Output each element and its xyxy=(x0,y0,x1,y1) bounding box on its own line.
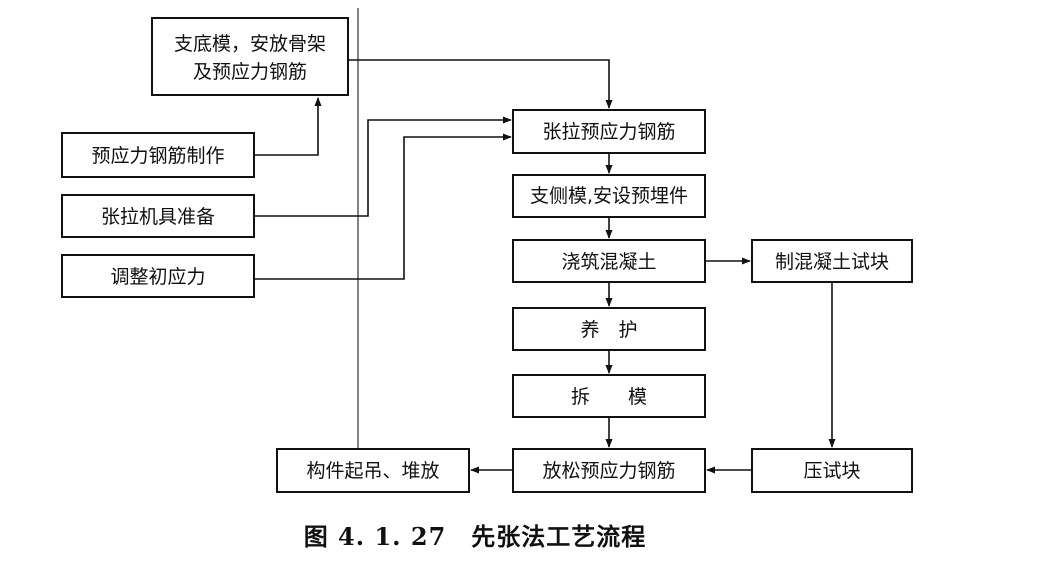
node-adjust-stress-label: 调整初应力 xyxy=(110,266,205,288)
node-support-bottom: 支底模，安放骨架 及预应力钢筋 xyxy=(151,17,349,96)
node-side-forms-label: 支侧模,安设预埋件 xyxy=(530,185,688,207)
node-demould-label: 拆 模 xyxy=(571,386,647,408)
node-support-bottom-line1: 支底模，安放骨架 xyxy=(174,33,326,55)
node-lift-stack: 构件起吊、堆放 xyxy=(276,448,470,493)
node-compress-test: 压试块 xyxy=(751,448,913,493)
node-prepare-jack: 张拉机具准备 xyxy=(61,194,255,238)
node-curing: 养 护 xyxy=(512,307,706,351)
figure-caption: 图 4. 1. 27 先张法工艺流程 xyxy=(304,522,647,551)
node-support-bottom-line2: 及预应力钢筋 xyxy=(193,61,307,83)
node-lift-stack-label: 构件起吊、堆放 xyxy=(306,460,439,482)
edge-tendons-to-support xyxy=(254,97,322,156)
node-tension: 张拉预应力钢筋 xyxy=(512,109,706,154)
edge-support-to-tension xyxy=(348,59,613,109)
node-make-tendons: 预应力钢筋制作 xyxy=(61,132,255,178)
node-adjust-stress: 调整初应力 xyxy=(61,254,255,298)
edge-jack-to-tension xyxy=(254,116,512,217)
node-side-forms: 支侧模,安设预埋件 xyxy=(512,174,706,218)
node-make-test-block: 制混凝土试块 xyxy=(751,239,913,283)
node-release: 放松预应力钢筋 xyxy=(512,448,706,493)
node-make-tendons-label: 预应力钢筋制作 xyxy=(91,145,224,167)
node-tension-label: 张拉预应力钢筋 xyxy=(542,121,675,143)
node-compress-test-label: 压试块 xyxy=(803,460,860,482)
node-prepare-jack-label: 张拉机具准备 xyxy=(101,206,215,228)
node-make-test-block-label: 制混凝土试块 xyxy=(775,251,889,273)
node-release-label: 放松预应力钢筋 xyxy=(542,460,675,482)
node-curing-label: 养 护 xyxy=(580,319,637,341)
node-demould: 拆 模 xyxy=(512,374,706,418)
edge-adjust-to-tension xyxy=(254,133,512,280)
node-pour-concrete-label: 浇筑混凝土 xyxy=(561,251,656,273)
node-pour-concrete: 浇筑混凝土 xyxy=(512,239,706,283)
